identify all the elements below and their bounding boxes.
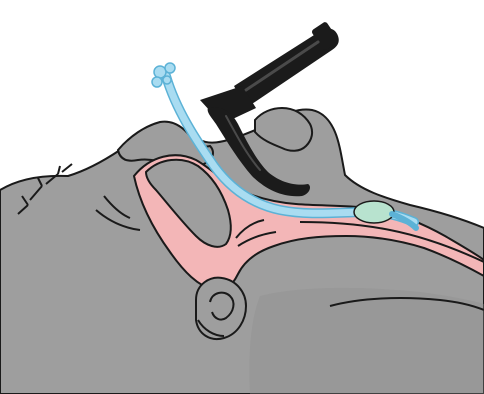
tube-cuff	[354, 201, 394, 223]
neck-shadow	[249, 288, 484, 394]
